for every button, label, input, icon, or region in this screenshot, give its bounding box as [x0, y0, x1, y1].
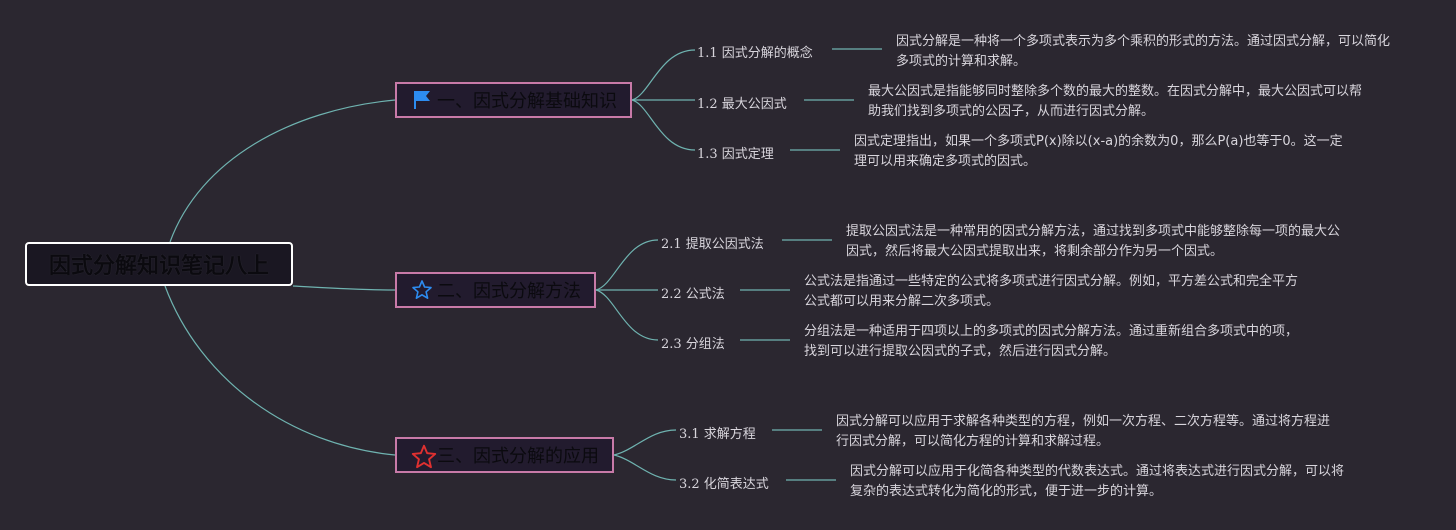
link-root-b1: [169, 99, 396, 243]
topic-description: 因式分解可以应用于求解各种类型的方程，例如一次方程、二次方程等。通过将方程进行因…: [836, 414, 1331, 449]
branch-node-methods[interactable]: 二、因式分解方法: [395, 272, 596, 308]
topic-description: 因式分解可以应用于化简各种类型的代数表达式。通过将表达式进行因式分解，可以将复杂…: [850, 464, 1345, 499]
branch-node-basics[interactable]: 一、因式分解基础知识: [395, 82, 632, 118]
topic-label[interactable]: 3.2 化简表达式: [679, 477, 769, 492]
topic-label[interactable]: 1.3 因式定理: [697, 147, 774, 162]
topic-description: 因式分解是一种将一个多项式表示为多个乘积的形式的方法。通过因式分解，可以简化多项…: [896, 34, 1391, 69]
topic-label[interactable]: 2.3 分组法: [661, 337, 725, 352]
link-b2-c3: [595, 289, 659, 341]
link-root-b2: [292, 285, 396, 291]
topic-label[interactable]: 2.2 公式法: [661, 287, 725, 302]
link-root-b3: [164, 285, 396, 456]
link-b2-c1: [595, 239, 659, 291]
flag-icon: [411, 89, 433, 111]
link-b3-c2: [613, 454, 677, 481]
topic-description: 分组法是一种适用于四项以上的多项式的因式分解方法。通过重新组合多项式中的项，找到…: [804, 324, 1299, 359]
topic-label[interactable]: 1.2 最大公因式: [697, 97, 787, 112]
link-b1-c3: [631, 99, 696, 151]
star-red-icon: [411, 444, 437, 469]
root-node[interactable]: 因式分解知识笔记八上: [25, 242, 293, 286]
topic-description: 公式法是指通过一些特定的公式将多项式进行因式分解。例如，平方差公式和完全平方公式…: [804, 274, 1299, 309]
topic-description: 提取公因式法是一种常用的因式分解方法，通过找到多项式中能够整除每一项的最大公因式…: [846, 224, 1341, 259]
branch-node-applications[interactable]: 三、因式分解的应用: [395, 437, 614, 473]
branch-title: 二、因式分解方法: [437, 281, 581, 302]
topic-description: 因式定理指出，如果一个多项式P(x)除以(x-a)的余数为0，那么P(a)也等于…: [854, 134, 1343, 169]
link-b1-c1: [631, 49, 696, 101]
branch-title: 一、因式分解基础知识: [437, 91, 617, 112]
star-outline-icon: [411, 279, 433, 301]
root-title: 因式分解知识笔记八上: [48, 254, 269, 279]
topic-label[interactable]: 1.1 因式分解的概念: [697, 46, 813, 61]
topic-label[interactable]: 3.1 求解方程: [679, 427, 756, 442]
topic-label[interactable]: 2.1 提取公因式法: [661, 237, 764, 252]
branch-title: 三、因式分解的应用: [437, 446, 599, 467]
topic-description: 最大公因式是指能够同时整除多个数的最大的整数。在因式分解中，最大公因式可以帮助我…: [868, 84, 1363, 119]
link-b3-c1: [613, 429, 677, 456]
